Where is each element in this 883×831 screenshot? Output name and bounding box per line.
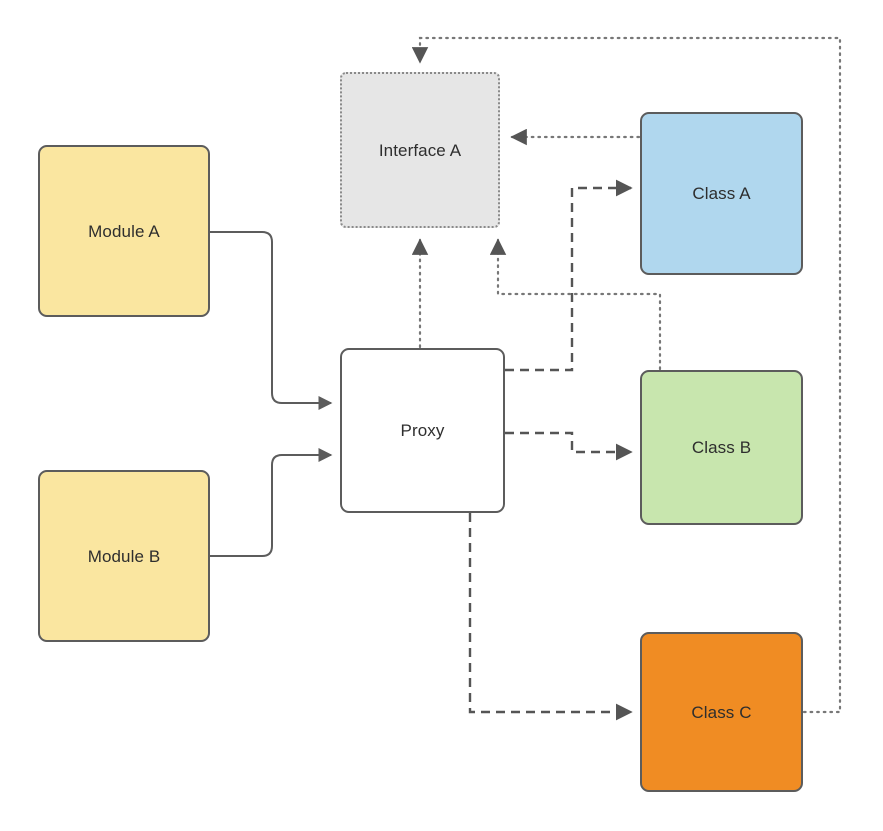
node-proxy[interactable]: Proxy bbox=[340, 348, 505, 513]
node-module-b[interactable]: Module B bbox=[38, 470, 210, 642]
node-interface-a[interactable]: Interface A bbox=[340, 72, 500, 228]
edge-proxy-to-class-b bbox=[505, 431, 633, 461]
node-module-a[interactable]: Module A bbox=[38, 145, 210, 317]
node-interface-a-label: Interface A bbox=[378, 140, 462, 160]
edge-module-a-to-proxy bbox=[210, 231, 333, 410]
edge-proxy-to-class-a bbox=[505, 179, 633, 372]
node-class-b[interactable]: Class B bbox=[640, 370, 803, 525]
node-class-c-label: Class C bbox=[691, 702, 752, 722]
node-module-b-label: Module B bbox=[87, 546, 161, 566]
node-class-a[interactable]: Class A bbox=[640, 112, 803, 275]
node-class-c[interactable]: Class C bbox=[640, 632, 803, 792]
edge-class-b-to-interface-a bbox=[489, 238, 662, 371]
node-module-a-label: Module A bbox=[88, 221, 160, 241]
node-proxy-label: Proxy bbox=[400, 421, 445, 440]
node-class-a-label: Class A bbox=[692, 184, 751, 203]
edge-proxy-to-class-c bbox=[468, 513, 633, 721]
edge-module-b-to-proxy bbox=[210, 448, 333, 557]
node-class-b-label: Class B bbox=[691, 438, 752, 457]
